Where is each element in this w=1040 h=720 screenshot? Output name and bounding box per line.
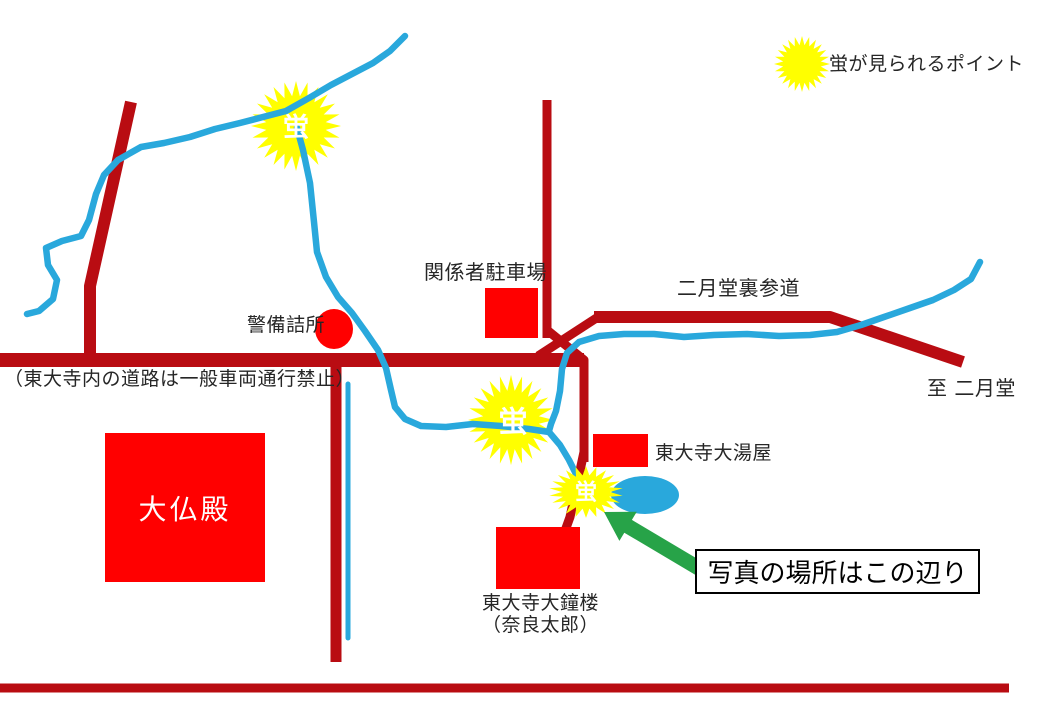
belltower-label-line2: （奈良太郎） bbox=[482, 614, 600, 637]
road-urasando bbox=[594, 311, 965, 368]
oyuya-label: 東大寺大湯屋 bbox=[655, 442, 773, 464]
daibutsuden-label: 大仏殿 bbox=[138, 492, 232, 526]
pond bbox=[611, 476, 679, 514]
belltower-label-line1: 東大寺大鐘楼 bbox=[482, 592, 600, 614]
urasando-label: 二月堂裏参道 bbox=[677, 276, 800, 300]
stream-north bbox=[23, 32, 409, 318]
belltower-label: 東大寺大鐘楼 （奈良太郎） bbox=[482, 592, 599, 637]
stream-east bbox=[545, 258, 984, 435]
firefly-char-bottom: 蛍 bbox=[574, 480, 598, 506]
firefly-star-bottom bbox=[549, 466, 623, 518]
parking-building bbox=[485, 288, 538, 338]
firefly-star-middle bbox=[468, 374, 554, 466]
firefly-char-top: 蛍 bbox=[282, 113, 310, 144]
security-post-marker bbox=[315, 309, 353, 349]
legend-label: 蛍が見られるポイント bbox=[829, 53, 1025, 75]
road-northwest-diagonal bbox=[84, 100, 137, 367]
firefly-star-legend bbox=[774, 36, 830, 92]
oyuya-building bbox=[593, 434, 648, 467]
road-branch-up bbox=[535, 313, 601, 360]
traffic-note: （東大寺内の道路は一般車両通行禁止） bbox=[4, 368, 356, 390]
photo-location-arrow bbox=[604, 511, 704, 576]
parking-label: 関係者駐車場 bbox=[424, 260, 547, 284]
to-nigatsudo-label: 至 二月堂 bbox=[927, 376, 1016, 400]
security-label: 警備詰所 bbox=[247, 314, 326, 336]
photo-spot-label: 写真の場所はこの辺り bbox=[707, 559, 968, 589]
stream-mid bbox=[293, 124, 596, 504]
daibutsuden-building bbox=[105, 433, 265, 582]
belltower-building bbox=[496, 527, 580, 589]
firefly-char-middle: 蛍 bbox=[498, 404, 528, 439]
photo-spot-box: 写真の場所はこの辺り bbox=[695, 549, 980, 594]
